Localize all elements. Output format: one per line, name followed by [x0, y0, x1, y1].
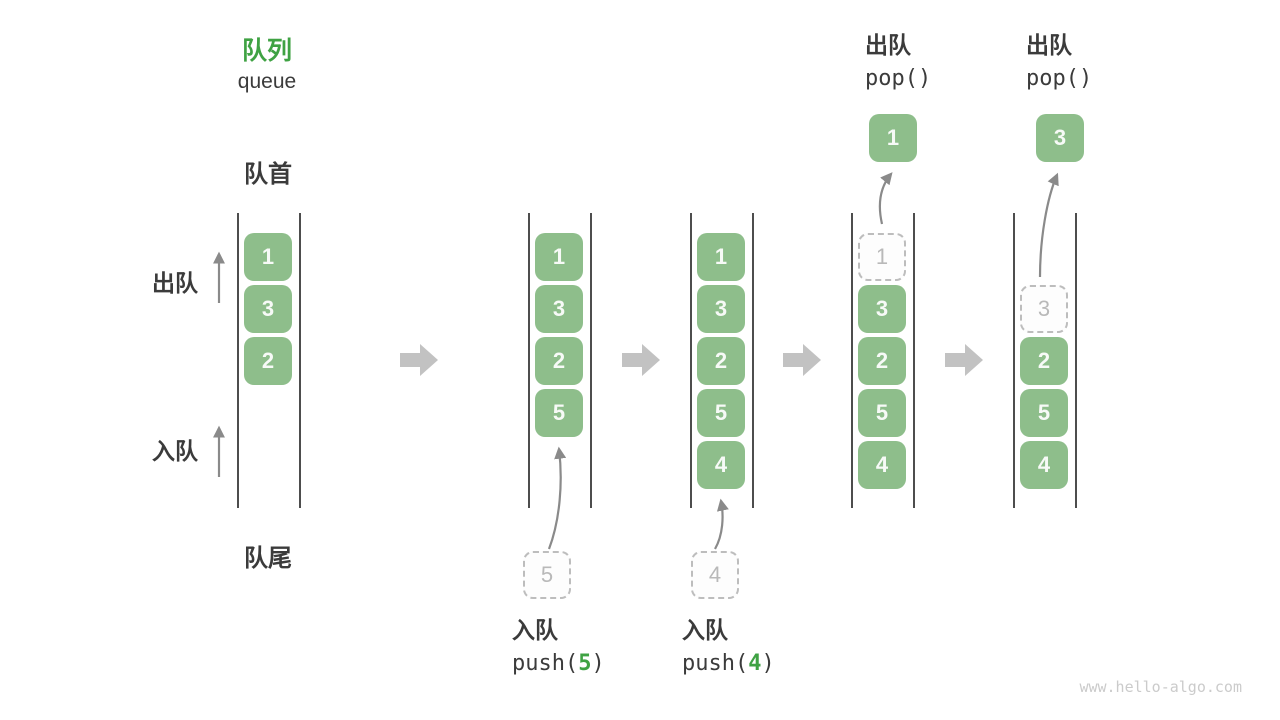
queue-state-2-wall [590, 213, 592, 508]
operation-label: 出队 [1026, 32, 1072, 58]
incoming-element: 5 [523, 551, 571, 599]
queue-cell-ghost: 1 [858, 233, 906, 281]
queue-state-1-wall [299, 213, 301, 508]
operation-push-5: 入队 push(5) [512, 617, 605, 677]
queue-state-5-wall [1013, 213, 1015, 508]
code-fn: pop( [1026, 66, 1079, 91]
watermark: www.hello-algo.com [1079, 678, 1242, 696]
code-close: ) [761, 651, 775, 676]
state-transition-arrow [400, 344, 438, 376]
pop-arrow-3 [1038, 172, 1059, 278]
diagram-title-en: queue [237, 70, 297, 93]
queue-cell: 3 [244, 285, 292, 333]
state-transition-arrow [945, 344, 983, 376]
operation-pop-1: 出队 pop() [865, 32, 931, 92]
code-arg: 5 [578, 651, 592, 676]
code-fn: push( [512, 651, 579, 676]
operation-push-4: 入队 push(4) [682, 617, 775, 677]
operation-code: pop() [865, 66, 931, 92]
queue-cell: 3 [535, 285, 583, 333]
incoming-element: 4 [691, 551, 739, 599]
queue-cell: 3 [697, 285, 745, 333]
queue-state-3-wall [690, 213, 692, 508]
operation-pop-2: 出队 pop() [1026, 32, 1092, 92]
queue-cell: 1 [535, 233, 583, 281]
queue-front-label: 队首 [244, 161, 292, 188]
push-arrow-5 [547, 446, 567, 550]
operation-label: 入队 [682, 617, 728, 643]
queue-state-2-wall [528, 213, 530, 508]
operation-code: push(4) [682, 651, 775, 677]
queue-cell: 5 [858, 389, 906, 437]
queue-cell: 5 [535, 389, 583, 437]
pop-arrow-1 [878, 172, 893, 225]
dequeue-side-label: 出队 [152, 270, 198, 296]
queue-state-4-wall [913, 213, 915, 508]
queue-cell: 5 [697, 389, 745, 437]
state-transition-arrow [783, 344, 821, 376]
operation-label: 出队 [865, 32, 911, 58]
queue-cell: 1 [697, 233, 745, 281]
push-arrow-4 [714, 498, 729, 550]
diagram-title-zh: 队列 [241, 37, 292, 65]
code-close: ) [1078, 66, 1093, 91]
queue-cell: 2 [858, 337, 906, 385]
queue-cell: 5 [1020, 389, 1068, 437]
operation-label: 入队 [512, 617, 558, 643]
queue-state-4-wall [851, 213, 853, 508]
queue-cell: 4 [697, 441, 745, 489]
state-transition-arrow [622, 344, 660, 376]
queue-state-3-wall [752, 213, 754, 508]
code-close: ) [591, 651, 605, 676]
queue-rear-label: 队尾 [244, 545, 292, 572]
queue-cell: 2 [1020, 337, 1068, 385]
queue-cell: 4 [1020, 441, 1068, 489]
queue-state-1-wall [237, 213, 239, 508]
queue-cell: 1 [244, 233, 292, 281]
popped-element: 1 [869, 114, 917, 162]
queue-cell: 2 [244, 337, 292, 385]
operation-code: pop() [1026, 66, 1092, 92]
code-close: ) [917, 66, 932, 91]
queue-cell: 2 [697, 337, 745, 385]
enqueue-side-label: 入队 [152, 438, 198, 464]
code-fn: push( [682, 651, 749, 676]
popped-element: 3 [1036, 114, 1084, 162]
operation-code: push(5) [512, 651, 605, 677]
queue-cell: 2 [535, 337, 583, 385]
code-fn: pop( [865, 66, 918, 91]
queue-cell: 3 [858, 285, 906, 333]
code-arg: 4 [748, 651, 762, 676]
queue-cell: 4 [858, 441, 906, 489]
queue-state-5-wall [1075, 213, 1077, 508]
queue-cell-ghost: 3 [1020, 285, 1068, 333]
